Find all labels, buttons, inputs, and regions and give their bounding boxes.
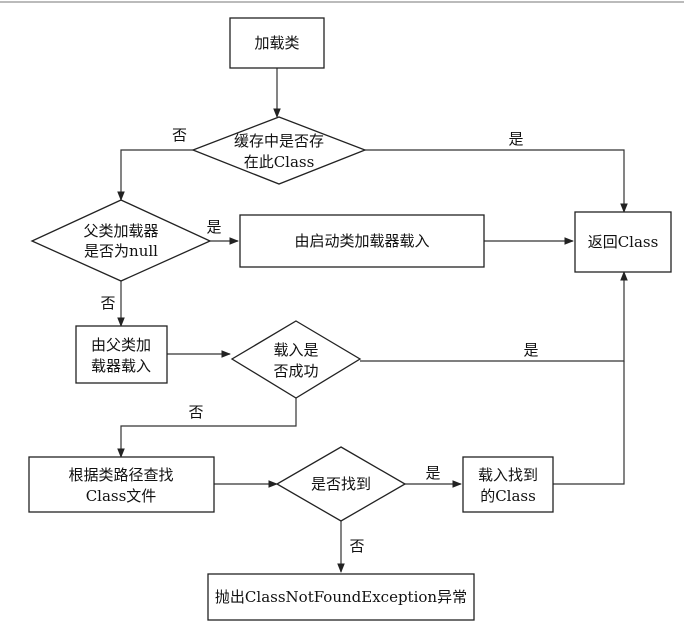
edge-cache-yes [365, 149, 628, 213]
label-cache-yes: 是 [508, 130, 523, 148]
node-found-check: 是否找到 [275, 446, 407, 522]
node-load-success-line2: 否成功 [273, 362, 318, 380]
label-parent-null-yes: 是 [206, 218, 221, 236]
node-parent-null-check: 父类加载器 是否为null [30, 199, 212, 282]
node-parent-load: 由父类加 载器载入 [75, 325, 168, 384]
edge-load-found-to-return [553, 361, 625, 485]
node-find-by-path-line2: Class文件 [86, 487, 157, 505]
node-parent-load-line1: 由父类加 [91, 336, 151, 354]
node-find-by-path: 根据类路径查找 Class文件 [28, 456, 215, 513]
node-load-found-line1: 载入找到 [478, 466, 538, 484]
label-parent-null-no: 否 [100, 294, 115, 312]
node-found-check-label: 是否找到 [311, 475, 371, 493]
node-load-class: 加载类 [229, 17, 325, 69]
node-load-class-label: 加载类 [254, 34, 299, 52]
node-cache-check: 缓存中是否存 在此Class [191, 116, 367, 185]
node-find-by-path-line1: 根据类路径查找 [68, 466, 173, 484]
label-found-no: 否 [349, 537, 364, 555]
node-parent-null-line1: 父类加载器 [83, 222, 158, 240]
label-cache-no: 否 [172, 126, 187, 144]
label-load-success-yes: 是 [523, 341, 538, 359]
edge-load-success-no [117, 398, 297, 458]
node-load-success-check: 载入是 否成功 [230, 320, 362, 399]
node-parent-null-line2: 是否为null [84, 242, 158, 260]
node-return-class-label: 返回Class [588, 233, 659, 251]
node-throw-exception-label: 抛出ClassNotFoundException异常 [215, 588, 467, 606]
node-cache-check-line1: 缓存中是否存 [234, 132, 324, 150]
node-load-found: 载入找到 的Class [462, 456, 554, 513]
node-bootstrap-load-label: 由启动类加载器载入 [294, 232, 429, 250]
node-load-success-line1: 载入是 [273, 341, 318, 359]
node-return-class: 返回Class [574, 211, 672, 273]
node-load-found-line2: 的Class [480, 487, 536, 505]
edges [117, 68, 628, 573]
edge-cache-no [117, 149, 193, 201]
node-cache-check-line2: 在此Class [244, 153, 315, 171]
node-parent-load-line2: 载器载入 [91, 357, 151, 375]
edge-labels: 否 是 是 否 是 否 是 否 [100, 126, 538, 555]
node-throw-exception: 抛出ClassNotFoundException异常 [207, 573, 475, 621]
edge-load-success-yes [360, 271, 628, 362]
label-found-yes: 是 [425, 464, 440, 482]
node-bootstrap-load: 由启动类加载器载入 [239, 214, 485, 268]
label-load-success-no: 否 [188, 403, 203, 421]
